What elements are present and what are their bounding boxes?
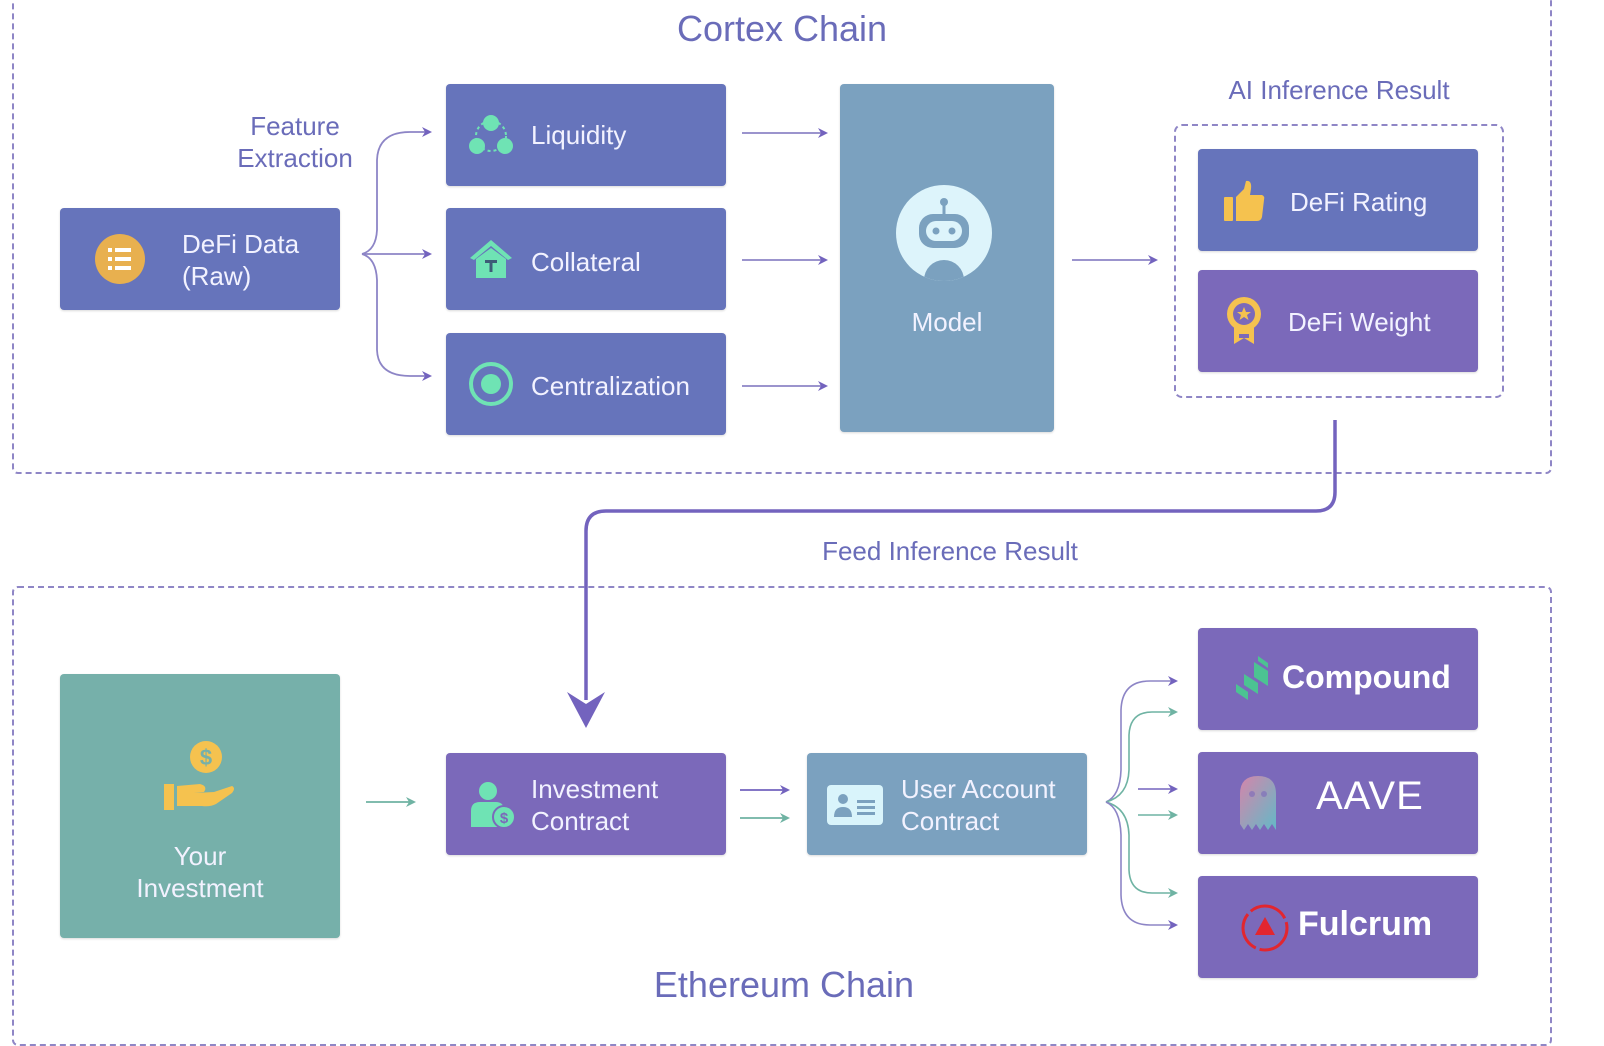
- result-box-defi-rating[interactable]: DeFi Rating: [1198, 149, 1478, 251]
- investment-contract-box[interactable]: $ Investment Contract: [446, 753, 726, 855]
- feature-box-liquidity[interactable]: Liquidity: [446, 84, 726, 186]
- your-investment-box[interactable]: $ Your Investment: [60, 674, 340, 938]
- house-icon: [468, 238, 514, 280]
- result-label-defi-weight: DeFi Weight: [1288, 307, 1431, 337]
- model-box[interactable]: Model: [840, 84, 1054, 432]
- aave-ghost-icon: [1238, 774, 1278, 832]
- protocol-box-compound[interactable]: Compound: [1198, 628, 1478, 730]
- defi-data-raw-label: DeFi Data (Raw): [182, 229, 300, 291]
- svg-text:$: $: [200, 745, 212, 770]
- feature-label-centralization: Centralization: [531, 371, 690, 401]
- feature-label-collateral: Collateral: [531, 247, 641, 277]
- user-account-contract-box[interactable]: User Account Contract: [807, 753, 1087, 855]
- user-account-contract-label: User Account Contract: [901, 774, 1056, 836]
- target-circle-icon: [468, 361, 514, 407]
- liquidity-nodes-icon: [468, 114, 514, 156]
- list-icon: [94, 233, 146, 285]
- feed-inference-result-label: Feed Inference Result: [822, 536, 1078, 566]
- hand-coin-icon: $: [162, 740, 236, 812]
- investment-contract-label: Investment Contract: [531, 774, 659, 836]
- protocol-label-aave: AAVE: [1316, 774, 1424, 818]
- result-box-defi-weight[interactable]: DeFi Weight: [1198, 270, 1478, 372]
- ai-inference-result-group: [1174, 124, 1504, 398]
- id-card-icon: [827, 785, 883, 825]
- protocol-box-fulcrum[interactable]: Fulcrum: [1198, 876, 1478, 978]
- svg-text:$: $: [500, 810, 509, 827]
- protocol-label-fulcrum: Fulcrum: [1298, 905, 1433, 943]
- award-badge-icon: [1224, 296, 1264, 346]
- robot-icon: [895, 184, 993, 282]
- compound-logo-icon: [1234, 654, 1274, 702]
- ai-inference-result-title: AI Inference Result: [1228, 75, 1450, 105]
- protocol-box-aave[interactable]: AAVE: [1198, 752, 1478, 854]
- your-investment-label: Your Investment: [136, 841, 264, 903]
- fulcrum-logo-icon: [1240, 903, 1290, 953]
- thumbs-up-icon: [1222, 179, 1266, 223]
- feature-label-liquidity: Liquidity: [531, 120, 627, 150]
- protocol-label-compound: Compound: [1282, 659, 1451, 695]
- feature-box-collateral[interactable]: Collateral: [446, 208, 726, 310]
- cortex-chain-title: Cortex Chain: [676, 8, 888, 49]
- feature-box-centralization[interactable]: Centralization: [446, 333, 726, 435]
- defi-data-raw-box[interactable]: DeFi Data (Raw): [60, 208, 340, 310]
- result-label-defi-rating: DeFi Rating: [1290, 187, 1428, 217]
- user-dollar-icon: $: [468, 781, 516, 829]
- model-label: Model: [911, 307, 983, 337]
- ethereum-chain-title: Ethereum Chain: [653, 964, 915, 1005]
- feature-extraction-label: Feature Extraction: [237, 111, 353, 173]
